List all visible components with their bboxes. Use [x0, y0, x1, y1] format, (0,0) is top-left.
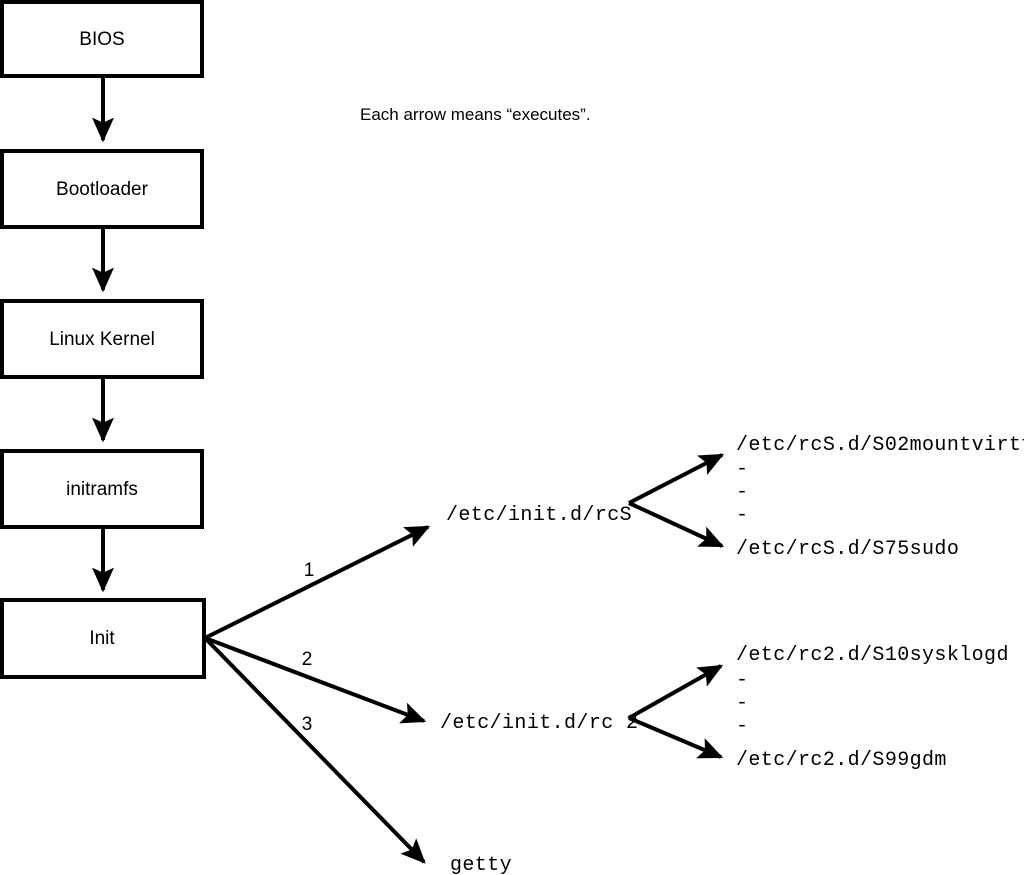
node-label-linux-kernel: Linux Kernel	[49, 329, 155, 350]
rc2-ellipsis-dash-1: -	[736, 669, 748, 692]
branch-number-3: 3	[302, 714, 313, 735]
arrow-rc2-to-last-script	[628, 716, 724, 759]
diagram-caption: Each arrow means “executes”.	[360, 105, 591, 124]
arrow-init-to-getty	[203, 636, 426, 864]
label-etc-init-d-rc-2[interactable]: /etc/init.d/rc 2	[440, 712, 638, 735]
label-rcs-first-script[interactable]: /etc/rcS.d/S02mountvirtfs	[736, 434, 1024, 457]
label-etc-init-d-rcs[interactable]: /etc/init.d/rcS	[446, 504, 632, 527]
rcs-ellipsis-dash-1: -	[736, 458, 748, 481]
arrow-rc2-to-first-script	[628, 664, 724, 720]
label-rc2-first-script[interactable]: /etc/rc2.d/S10sysklogd	[736, 644, 1009, 667]
init-branch-arrows	[203, 525, 431, 864]
rc2-ellipsis-dash-2: -	[736, 692, 748, 715]
rc2-ellipsis-dash-3: -	[736, 715, 748, 738]
node-box-bootloader[interactable]	[0, 149, 204, 229]
node-box-linux-kernel[interactable]	[0, 299, 204, 379]
label-getty[interactable]: getty	[450, 854, 512, 875]
node-label-init: Init	[89, 628, 115, 649]
rcs-ellipsis-dash-3: -	[736, 504, 748, 527]
rcs-fanout-group: /etc/rcS.d/S02mountvirtfs - - - /etc/rcS…	[628, 434, 1024, 561]
label-rcs-last-script[interactable]: /etc/rcS.d/S75sudo	[736, 538, 959, 561]
label-rc2-last-script[interactable]: /etc/rc2.d/S99gdm	[736, 749, 947, 772]
branch-number-2: 2	[302, 649, 313, 670]
node-label-bootloader: Bootloader	[56, 179, 149, 200]
branch-target-labels: /etc/init.d/rcS /etc/init.d/rc 2 getty	[440, 504, 638, 875]
rc2-fanout-group: /etc/rc2.d/S10sysklogd - - - /etc/rc2.d/…	[628, 644, 1009, 772]
node-label-bios: BIOS	[79, 29, 124, 50]
node-box-initramfs[interactable]	[0, 449, 204, 529]
arrow-init-to-rcs	[204, 525, 431, 640]
node-box-init[interactable]	[0, 598, 206, 679]
boot-chain-group: BIOS Bootloader Linux Kernel initramfs I…	[0, 0, 206, 679]
rcs-ellipsis-dash-2: -	[736, 481, 748, 504]
arrow-init-to-rc2	[204, 636, 427, 724]
node-label-initramfs: initramfs	[66, 479, 138, 500]
branch-number-labels: 1 2 3	[302, 560, 315, 735]
arrow-rcs-to-last-script	[628, 501, 725, 548]
branch-number-1: 1	[304, 560, 315, 581]
arrow-rcs-to-first-script	[628, 453, 725, 505]
node-box-bios[interactable]	[0, 0, 204, 78]
